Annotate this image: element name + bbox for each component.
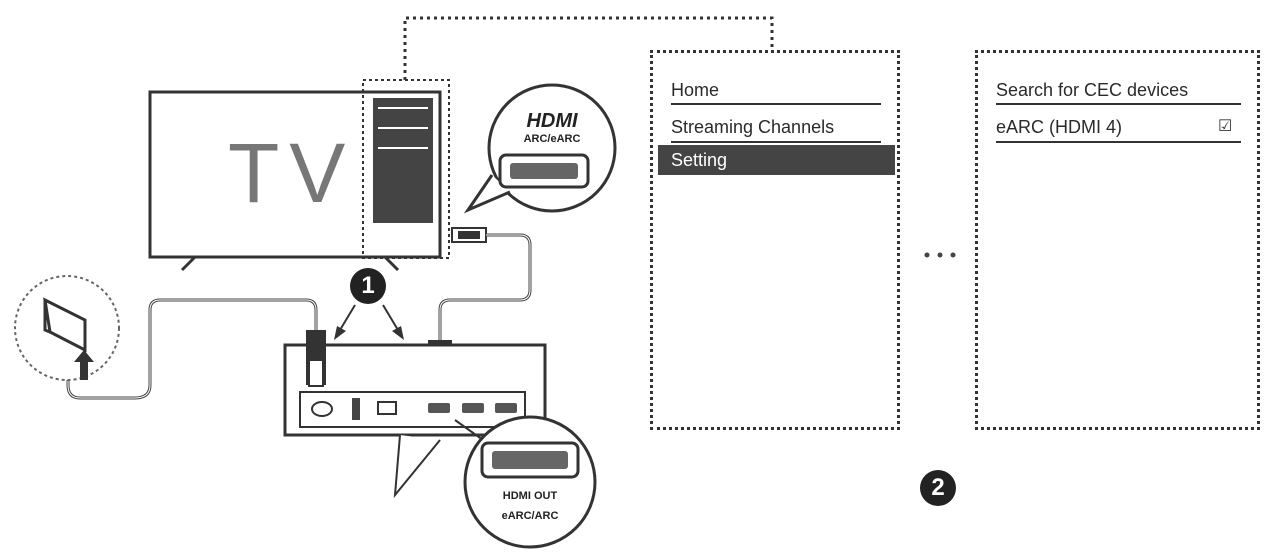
plug-in-arrow-icon [74, 350, 94, 380]
tv-menu-highlight-box [362, 79, 450, 259]
settings-menu-panel: Search for CEC devices eARC (HDMI 4) ☑ [975, 50, 1260, 430]
tv-menu-panel: Home Streaming Channels Setting [650, 50, 900, 430]
hdmi-out-label: HDMI OUT [502, 490, 558, 502]
menu-divider [671, 103, 881, 105]
tv-label: TV [228, 126, 356, 220]
ellipsis-dot [924, 252, 930, 258]
tv-stand-left [180, 255, 197, 272]
soundbar-port-panel [299, 391, 526, 428]
menu-item-setting[interactable] [658, 145, 895, 175]
ellipsis-dot [950, 252, 956, 258]
menu-item-earc-hdmi4[interactable]: eARC (HDMI 4) [996, 117, 1123, 137]
hdmi-cable [438, 233, 532, 340]
menu-item-streaming-channels[interactable]: Streaming Channels [671, 117, 835, 137]
tv-menu-graphic [373, 98, 433, 223]
ellipsis-dot [937, 252, 943, 258]
step-2-badge: 2 [920, 470, 956, 506]
hdmi-logo-text: HDMI [526, 110, 578, 132]
tv-stand-right [383, 255, 400, 272]
hdmi-arc-caption: ARC/eARC [523, 133, 581, 145]
menu-item-home[interactable]: Home [671, 80, 720, 100]
power-adapter-icon [43, 297, 87, 353]
checkbox-checked-icon[interactable]: ☑ [1218, 118, 1233, 135]
earc-arc-label: eARC/ARC [501, 510, 559, 522]
menu-divider [996, 141, 1241, 143]
menu-divider [671, 141, 881, 143]
menu-item-search-cec[interactable]: Search for CEC devices [996, 80, 1189, 100]
menu-connector-line [403, 16, 774, 80]
hdmi-bubble-soundbar [463, 415, 597, 549]
menu-item-setting-label: Setting [671, 150, 728, 170]
menu-divider [996, 103, 1241, 105]
step-1-badge: 1 [350, 268, 386, 304]
